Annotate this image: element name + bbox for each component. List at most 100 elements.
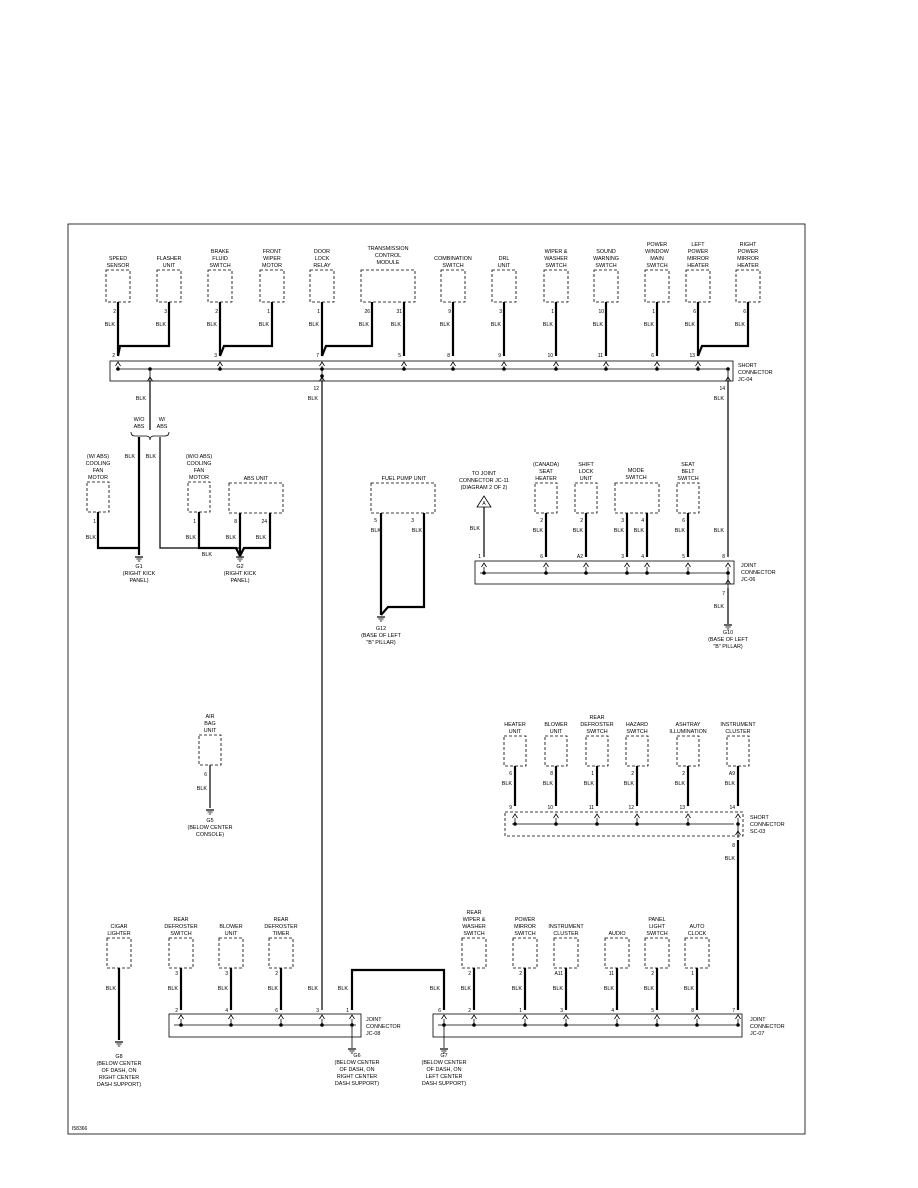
connector-jc-04-terminal <box>553 361 559 367</box>
connector-jc-06-splice <box>625 571 629 575</box>
connector-jc-04-pin-14: 14 <box>719 386 725 392</box>
diagram-frame <box>67 223 806 1135</box>
w-abs-wire-label: BLK <box>146 454 157 460</box>
connector-jc-06-terminal <box>481 562 487 568</box>
left-power-mirror-heater-label: MIRROR <box>687 256 709 262</box>
speed-sensor-pin: 2 <box>113 309 116 315</box>
connector-jc-06-splice <box>584 571 588 575</box>
power-mirror-switch-box <box>512 937 538 969</box>
connector-jc-04-terminal <box>217 361 223 367</box>
to-joint-label: (DIAGRAM 2 OF 2) <box>461 485 508 491</box>
mode-switch-label: MODE <box>628 468 645 474</box>
connector-jc-04-splice <box>655 367 659 371</box>
ground-g1-label: (RIGHT KICK <box>123 571 156 577</box>
connector-sc-03-splice <box>595 822 599 826</box>
transmission-control-module-wire-label: BLK <box>391 322 402 328</box>
connector-jc-08-label: JOINT <box>366 1017 382 1023</box>
door-lock-relay-label: RELAY <box>313 263 331 269</box>
drl-unit-label: DRL <box>499 256 510 262</box>
connector-jc-07-label: JOINT <box>750 1017 766 1023</box>
connector-jc-04-label: CONNECTOR <box>738 370 773 376</box>
connector-jc-07-splice <box>736 1023 740 1027</box>
rear-defroster-timer-label: TIMER <box>273 931 290 937</box>
panel-light-switch-pin: 2 <box>651 971 654 977</box>
connector-jc-06-terminal <box>624 562 630 568</box>
connector-sc-03-terminal <box>553 813 559 819</box>
blower-unit-2-label: BLOWER <box>219 924 242 930</box>
connector-sc-03-splice <box>686 822 690 826</box>
auto-clock-label: AUTO <box>690 924 705 930</box>
connector-jc-04-pin: 9 <box>498 353 501 359</box>
connector-jc-08-terminal <box>319 1014 325 1020</box>
brake-fluid-switch-box <box>207 269 233 303</box>
auto-clock-wire-label: BLK <box>684 986 695 992</box>
rear-defroster-timer-box <box>268 937 294 969</box>
brake-fluid-switch-label: SWITCH <box>209 263 230 269</box>
fuel-pump-unit-wire-label: BLK <box>371 528 382 534</box>
connector-jc-08-pin: 1 <box>346 1008 349 1014</box>
seat-belt-switch-pin: 6 <box>682 518 685 524</box>
connector-jc-07-pin: 4 <box>611 1008 614 1014</box>
connector-jc-07-splice <box>615 1023 619 1027</box>
left-power-mirror-heater-label: POWER <box>688 249 708 255</box>
jc-04-to-jc-06-wire-label: BLK <box>714 528 725 534</box>
connector-jc-08-pin: 3 <box>316 1008 319 1014</box>
fuel-pump-unit-wire <box>380 513 426 616</box>
power-window-main-switch-box <box>644 269 670 303</box>
front-wiper-motor-label: FRONT <box>263 249 282 255</box>
ground-g12-label: G12 <box>376 626 386 632</box>
connector-jc-07-pin: 7 <box>732 1008 735 1014</box>
ground-g5-label: (BELOW CENTER <box>188 825 233 831</box>
instrument-cluster-2-box <box>553 937 579 969</box>
flasher-unit-pin: 3 <box>164 309 167 315</box>
cooling-fan-motor-wo-abs-box <box>187 481 211 513</box>
connector-jc-04-pin: 2 <box>112 353 115 359</box>
instrument-cluster-2-label: INSTRUMENT <box>548 924 584 930</box>
wo-abs-wire-label: BLK <box>125 454 136 460</box>
connector-jc-06-splice <box>686 571 690 575</box>
connector-jc-07-label: CONNECTOR <box>750 1024 785 1030</box>
cooling-fan-motor-wo-abs-label: COOLING <box>187 461 212 467</box>
air-bag-unit-box <box>198 734 222 766</box>
jc-06-to-g10-wire-label: BLK <box>714 604 725 610</box>
instrument-cluster-2-label: CLUSTER <box>553 931 578 937</box>
rear-wiper-washer-switch-label: REAR <box>467 910 482 916</box>
combination-switch-wire-label: BLK <box>440 322 451 328</box>
abs-unit-pin: 24 <box>261 519 267 525</box>
left-power-mirror-heater-label: LEFT <box>691 242 705 248</box>
connector-jc-04-pin: 7 <box>316 353 319 359</box>
connector-jc-04-pin: 5 <box>398 353 401 359</box>
ashtray-illumination-label: ASHTRAY <box>675 722 700 728</box>
connector-sc-03-splice <box>554 822 558 826</box>
ground-g6-label: DASH SUPPORT) <box>335 1081 379 1087</box>
diagram-reference-letter: A <box>482 501 486 507</box>
left-power-mirror-heater-pin: 6 <box>693 309 696 315</box>
sound-warning-switch-pin: 10 <box>598 309 604 315</box>
connector-jc-06-pin: 1 <box>478 554 481 560</box>
instrument-cluster-1-label: CLUSTER <box>725 729 750 735</box>
rear-defroster-switch-2-pin: 3 <box>175 971 178 977</box>
cooling-fan-motor-wo-abs-pin: 1 <box>193 519 196 525</box>
power-window-main-switch-label: POWER <box>647 242 667 248</box>
speed-sensor-box <box>105 269 131 303</box>
blower-unit-1-pin: 8 <box>550 771 553 777</box>
hazard-switch-box <box>625 735 649 767</box>
connector-jc-06-splice <box>482 571 486 575</box>
audio-pin: 11 <box>609 971 614 977</box>
connector-jc-04-splice <box>726 367 730 371</box>
connector-jc-04-splice <box>554 367 558 371</box>
drl-unit-pin: 3 <box>499 309 502 315</box>
ground-g8-label: RIGHT CENTER <box>99 1075 139 1081</box>
connector-sc-03-terminal <box>512 813 518 819</box>
ground-g1-label: G1 <box>135 564 142 570</box>
connector-jc-08-splice <box>279 1023 283 1027</box>
connector-jc-04-splice <box>604 367 608 371</box>
connector-jc-04-output <box>319 376 325 382</box>
ashtray-illumination-pin: 2 <box>682 771 685 777</box>
mode-switch-box <box>614 482 660 514</box>
connector-sc-03-label: SC-03 <box>750 829 765 835</box>
flasher-unit-label: UNIT <box>163 263 176 269</box>
brake-fluid-switch-label: BRAKE <box>211 249 230 255</box>
fuel-pump-unit-label: FUEL PUMP UNIT <box>382 476 427 482</box>
shift-lock-unit-pin: 2 <box>580 518 583 524</box>
